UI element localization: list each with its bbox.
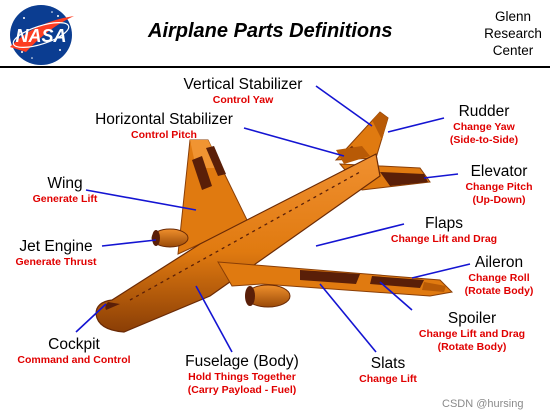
- part-name: Fuselage (Body): [185, 353, 299, 370]
- part-definition: (Side-to-Side): [449, 134, 519, 146]
- nasa-logo: NASA: [10, 5, 74, 65]
- leader-slats: [319, 283, 377, 353]
- label-cockpit: Cockpit Command and Control: [4, 336, 144, 367]
- leader-jet-engine: [101, 239, 157, 247]
- part-definition: Generate Thrust: [15, 256, 97, 268]
- leader-vertical-stabilizer: [315, 85, 373, 127]
- label-elevator: Elevator Change Pitch (Up-Down): [452, 163, 546, 207]
- leader-flaps: [315, 223, 405, 247]
- label-horizontal-stabilizer: Horizontal Stabilizer Control Pitch: [86, 111, 242, 142]
- part-definition: Control Yaw: [212, 94, 274, 106]
- label-wing: Wing Generate Lift: [20, 175, 110, 206]
- center-line: Glenn: [494, 9, 532, 24]
- center-line: Research: [484, 26, 542, 41]
- leader-elevator: [423, 173, 459, 179]
- part-definition: Change Roll: [468, 272, 530, 284]
- part-definition: Change Pitch: [465, 181, 533, 193]
- part-definition: Generate Lift: [32, 193, 98, 205]
- part-definition: Change Yaw: [453, 121, 515, 133]
- label-vertical-stabilizer: Vertical Stabilizer Control Yaw: [174, 76, 312, 107]
- part-definition: Change Lift: [359, 373, 417, 385]
- wing-far-aileron-marking: [206, 146, 226, 176]
- center-line: Center: [492, 43, 534, 58]
- leader-horizontal-stabilizer: [243, 127, 345, 157]
- part-definition: Change Lift and Drag: [390, 233, 498, 245]
- label-slats: Slats Change Lift: [346, 355, 430, 386]
- leader-rudder: [387, 117, 445, 133]
- leader-wing: [85, 189, 197, 211]
- jet-engine-near: [245, 284, 291, 308]
- label-fuselage: Fuselage (Body) Hold Things Together (Ca…: [170, 353, 314, 397]
- leader-fuselage: [195, 285, 233, 353]
- jet-engine-far: [151, 228, 189, 248]
- part-name: Elevator: [470, 163, 528, 180]
- page-title: Airplane Parts Definitions: [148, 20, 393, 42]
- label-aileron: Aileron Change Roll (Rotate Body): [452, 254, 546, 298]
- leader-lines: [75, 85, 471, 353]
- part-name: Rudder: [458, 103, 510, 120]
- label-flaps: Flaps Change Lift and Drag: [374, 215, 514, 246]
- part-definition: (Rotate Body): [437, 341, 507, 353]
- elevator-shape: [380, 172, 428, 186]
- part-definition: Hold Things Together: [188, 371, 296, 383]
- part-definition: Control Pitch: [131, 129, 197, 141]
- aileron-marking: [422, 282, 446, 292]
- part-name: Horizontal Stabilizer: [95, 111, 233, 128]
- leader-spoiler: [379, 281, 413, 311]
- part-name: Vertical Stabilizer: [183, 76, 303, 93]
- wing-far-flap-marking: [192, 156, 212, 190]
- part-name: Jet Engine: [19, 238, 93, 255]
- header-divider: [0, 66, 550, 68]
- flaps-marking: [300, 270, 360, 284]
- part-definition: Change Lift and Drag: [418, 328, 526, 340]
- part-name: Aileron: [474, 254, 524, 271]
- part-definition: (Rotate Body): [464, 285, 534, 297]
- watermark: CSDN @hursing: [442, 398, 524, 410]
- nasa-logo-text: NASA: [15, 26, 66, 46]
- part-name: Wing: [47, 175, 83, 192]
- part-name: Slats: [370, 355, 406, 372]
- part-name: Spoiler: [447, 310, 497, 327]
- label-spoiler: Spoiler Change Lift and Drag (Rotate Bod…: [404, 310, 540, 354]
- part-name: Flaps: [425, 215, 463, 232]
- rudder-shape: [372, 112, 388, 140]
- leader-aileron: [411, 263, 471, 279]
- label-rudder: Rudder Change Yaw (Side-to-Side): [428, 103, 540, 147]
- part-name: Cockpit: [48, 336, 100, 353]
- leader-cockpit: [75, 303, 107, 333]
- part-definition: (Up-Down): [472, 194, 526, 206]
- part-definition: (Carry Payload - Fuel): [187, 384, 297, 396]
- label-jet-engine: Jet Engine Generate Thrust: [6, 238, 106, 269]
- cockpit-window: [105, 302, 120, 310]
- fuselage-shape: [95, 153, 381, 333]
- glenn-research-center: Glenn Research Center: [478, 8, 548, 59]
- part-definition: Command and Control: [17, 354, 131, 366]
